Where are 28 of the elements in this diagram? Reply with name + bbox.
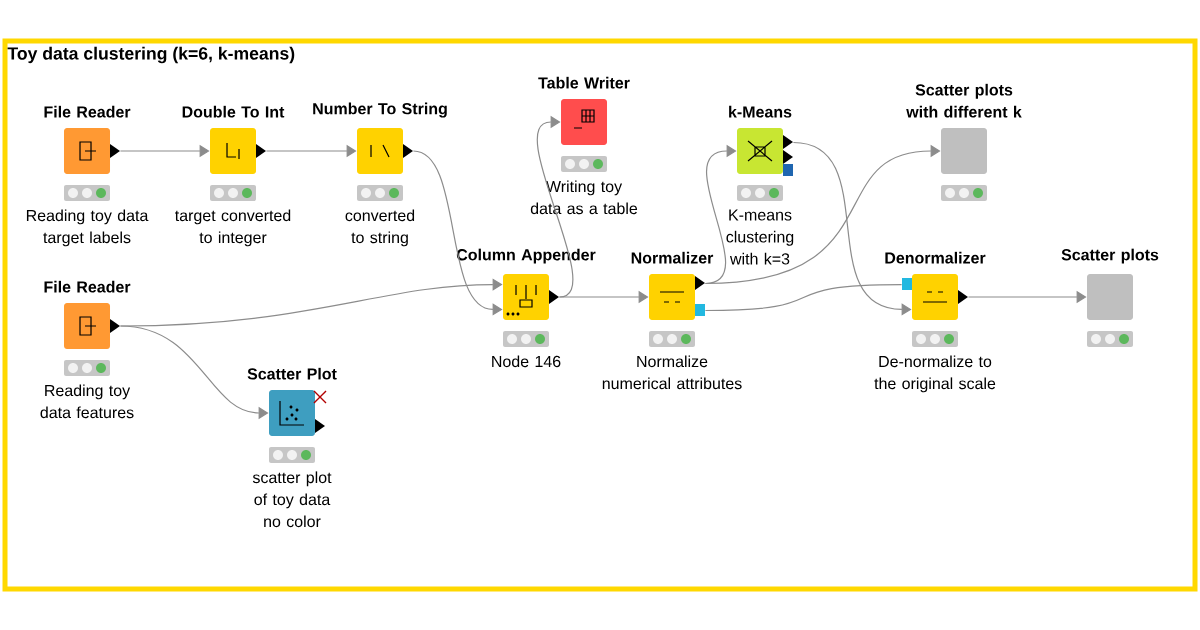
connector <box>536 115 574 298</box>
node-title: Double To Int <box>182 105 285 118</box>
node-description: De-normalize to the original scale <box>874 355 996 393</box>
node-title: Denormalizer <box>885 251 986 264</box>
node-description: Reading toy data features <box>40 384 134 419</box>
connector <box>704 283 903 312</box>
connector <box>704 144 737 285</box>
node-description: Normalize numerical attributes <box>602 355 742 390</box>
node-title: Column Appender <box>456 248 596 264</box>
connector <box>704 144 941 285</box>
node-description: scatter plot of toy data no color <box>252 471 332 528</box>
node-title: Scatter plots with different k <box>906 83 1022 118</box>
node-description: Reading toy data target labels <box>26 209 149 247</box>
node-description: K-means clustering with k=3 <box>726 209 794 265</box>
node-description: converted to string <box>345 209 415 247</box>
node-description: target converted to integer <box>175 209 291 247</box>
node-description: Node 146 <box>492 355 561 368</box>
node-description: Writing toy data as a table <box>530 180 638 215</box>
node-title: File Reader <box>44 280 131 293</box>
node-title: k-Means <box>729 105 792 118</box>
node-title: File Reader <box>44 105 131 118</box>
node-title: Scatter Plot <box>247 367 337 380</box>
node-title: Number To String <box>313 102 447 118</box>
node-title: Scatter plots <box>1061 248 1159 264</box>
node-title: Normalizer <box>631 251 714 264</box>
connector <box>412 150 503 316</box>
node-title: Table Writer <box>538 76 630 89</box>
connector <box>792 141 912 316</box>
